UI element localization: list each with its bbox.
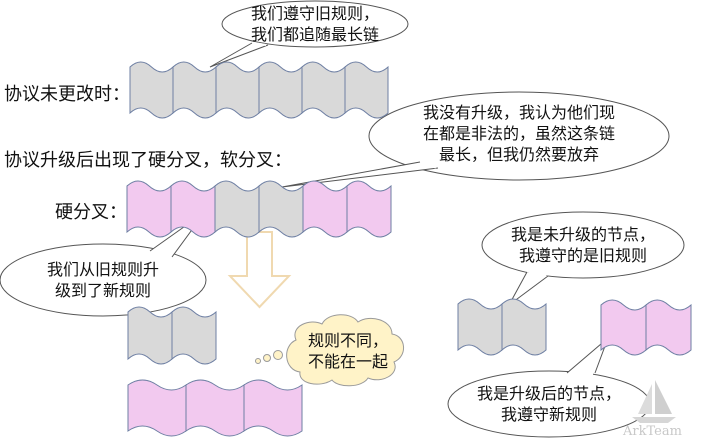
callout-line: 不能在一起 <box>307 352 388 371</box>
block-old-rules <box>258 180 304 238</box>
callout-line: 我是未升级的节点， <box>510 225 655 244</box>
callout-line: 我们从旧规则升 <box>46 260 159 279</box>
chain-hardfork <box>126 180 392 238</box>
block-old-rules <box>171 306 217 365</box>
block-old-rules <box>215 61 260 119</box>
block-new-rules <box>127 379 187 437</box>
callout-new-node-text: 我是升级后的节点， 我遵守新规则 <box>448 383 650 425</box>
block-new-rules <box>170 180 216 238</box>
callout-line: 规则不同， <box>307 331 388 350</box>
thought-cloud <box>255 314 404 387</box>
callout-left <box>0 211 207 317</box>
callout-right <box>281 91 670 188</box>
block-old-rules <box>344 61 389 119</box>
chain-node-new <box>600 299 692 356</box>
block-new-rules <box>645 299 692 356</box>
arkteam-logo <box>632 380 676 423</box>
callout-left-text: 我们从旧规则升 级到了新规则 <box>0 259 206 301</box>
callout-line: 在都是非法的，虽然这条链 <box>422 124 615 143</box>
label-upgraded: 协议升级后出现了硬分叉，软分叉： <box>4 150 292 171</box>
block-new-rules <box>243 379 303 437</box>
callout-line: 我遵守的是旧规则 <box>518 246 647 265</box>
block-old-rules <box>301 61 346 119</box>
callout-right-text: 我没有升级，我认为他们现 在都是非法的，虽然这条链 最长，但我仍然要放弃 <box>370 102 668 165</box>
block-old-rules <box>501 298 547 356</box>
block-old-rules <box>127 306 173 365</box>
block-old-rules <box>172 61 217 119</box>
callout-line: 级到了新规则 <box>54 281 151 300</box>
chain-node-old <box>457 298 547 356</box>
callout-line: 我没有升级，我认为他们现 <box>422 103 615 122</box>
callout-line: 最长，但我仍然要放弃 <box>438 145 599 164</box>
callout-line: 我们遵守旧规则， <box>250 4 379 23</box>
chain-split-new <box>127 379 303 437</box>
block-new-rules <box>126 180 172 238</box>
block-new-rules <box>346 180 392 238</box>
callout-top <box>209 0 409 68</box>
block-old-rules <box>214 180 260 238</box>
label-hardfork: 硬分叉： <box>55 202 127 223</box>
block-old-rules <box>457 298 503 356</box>
thought-text: 规则不同， 不能在一起 <box>290 330 406 372</box>
block-new-rules <box>600 299 647 356</box>
watermark-text: ArkTeam <box>623 424 682 439</box>
block-new-rules <box>185 379 245 437</box>
callout-old-node <box>481 211 685 306</box>
block-old-rules <box>258 61 303 119</box>
callout-old-node-text: 我是未升级的节点， 我遵守的是旧规则 <box>482 224 684 266</box>
block-new-rules <box>302 180 348 238</box>
callout-line: 我遵守新规则 <box>500 405 597 424</box>
block-old-rules <box>129 61 174 119</box>
label-unchanged: 协议未更改时： <box>4 84 130 105</box>
chain-unchanged <box>129 61 389 119</box>
chain-split-old <box>127 306 217 365</box>
callout-line: 我是升级后的节点， <box>476 384 621 403</box>
callout-new-node <box>447 336 651 438</box>
callout-line: 我们都追随最长链 <box>250 25 379 44</box>
callout-top-text: 我们遵守旧规则， 我们都追随最长链 <box>222 3 408 45</box>
down-arrow-icon <box>227 231 292 309</box>
